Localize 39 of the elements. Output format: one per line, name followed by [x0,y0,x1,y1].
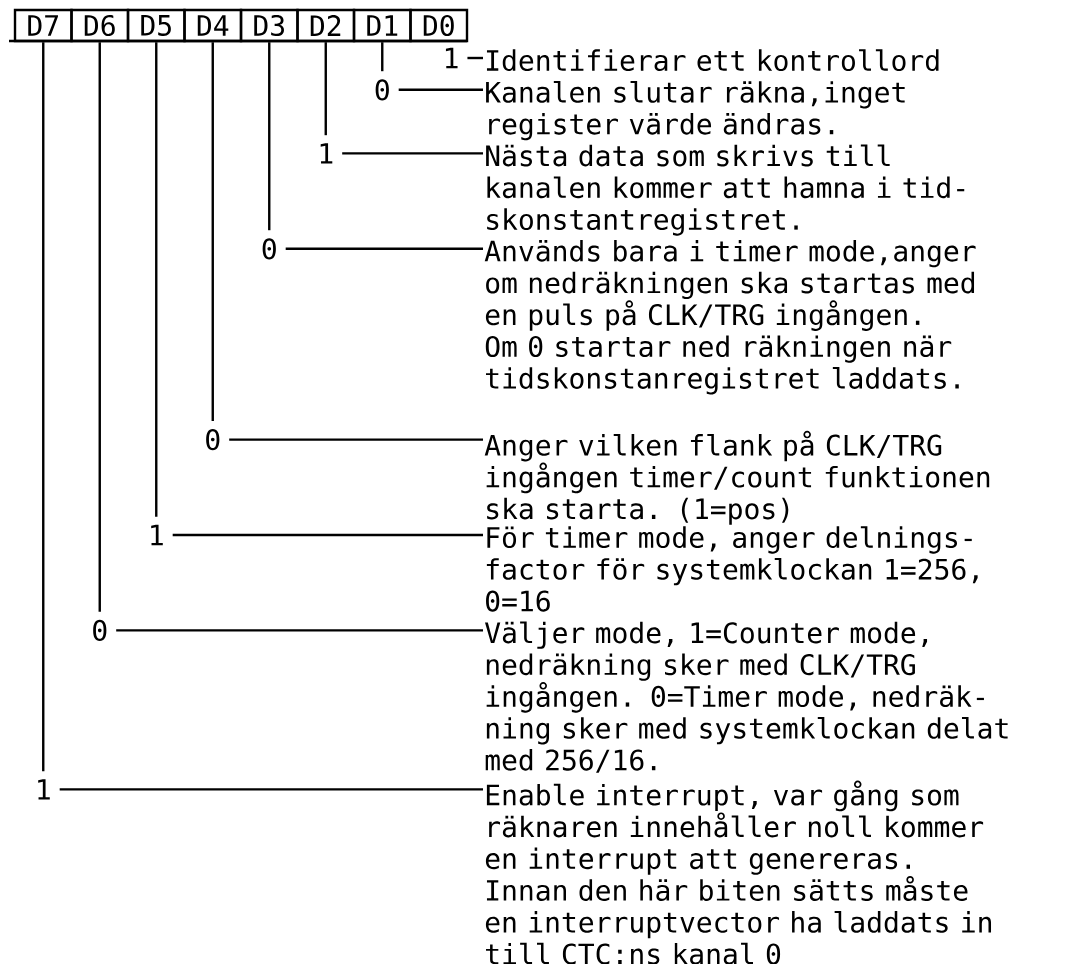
bit-cell: D6 [70,8,130,43]
connector-line [211,42,214,421]
connector-line [42,42,45,772]
connector-line [59,788,483,791]
bit-cell: D0 [409,8,469,43]
connector-line [116,629,483,632]
bit-cell: D7 [13,8,73,43]
connector-line [268,42,271,231]
bit-value: 0 [262,238,276,260]
description-text: Anger vilken flank på CLK/TRG ingången timer/count funktionen ska starta. (1=pos) [484,430,990,525]
connector-line [381,42,384,72]
description-text: Enable interrupt, var gång som räknaren innehåller noll kommer en interrupt att genereras. Innan den här biten sätts måste en interruptvector ha laddats in till CTC:ns kanal 0 [485,780,991,964]
bit-value: 1 [151,524,163,546]
connector-line [98,42,101,612]
connector-line [155,42,158,517]
description-text: Identifierar ett kontrollord [486,49,939,72]
description-text: Väljer mode, 1=Counter mode, nedräkning sker med CLK/TRG ingången. 0=Timer mode, nedräk- ning sker med systemklockan delat med 256/16. [485,621,1008,773]
description-text: Kanalen slutar räkna,inget register värde ändras. [486,81,905,141]
bit-cell: D5 [126,8,186,43]
description-text: Nästa data som skrivs till kanalen kommer att hamna i tid- skonstantregistret. [486,144,965,236]
connector-line [285,247,483,250]
bit-cell: D1 [352,8,412,43]
connector-line [172,533,483,537]
bit-value: 1 [38,779,50,800]
bit-cell: D3 [239,8,299,43]
bit-cell: D2 [296,8,356,43]
connector-line [467,56,483,60]
bit-value: 1 [445,47,458,69]
connector-line [229,438,483,441]
bit-value: 0 [93,619,107,641]
bit-value: 1 [320,143,333,164]
bit-cell: D4 [183,8,243,43]
connector-line [324,42,327,136]
connector-line [398,88,483,91]
description-text: Används bara i timer mode,anger om nedräkningen ska startas med en puls på CLK/TRG ingången. Om 0 startar ned räkningen när tidskonstanregistret laddats. [484,240,976,395]
bit-value: 0 [206,429,220,451]
connector-line [342,152,483,155]
bit-value: 0 [375,79,389,101]
description-text: För timer mode, anger delnings- factor för systemklockan 1=256, 0=16 [486,526,978,612]
